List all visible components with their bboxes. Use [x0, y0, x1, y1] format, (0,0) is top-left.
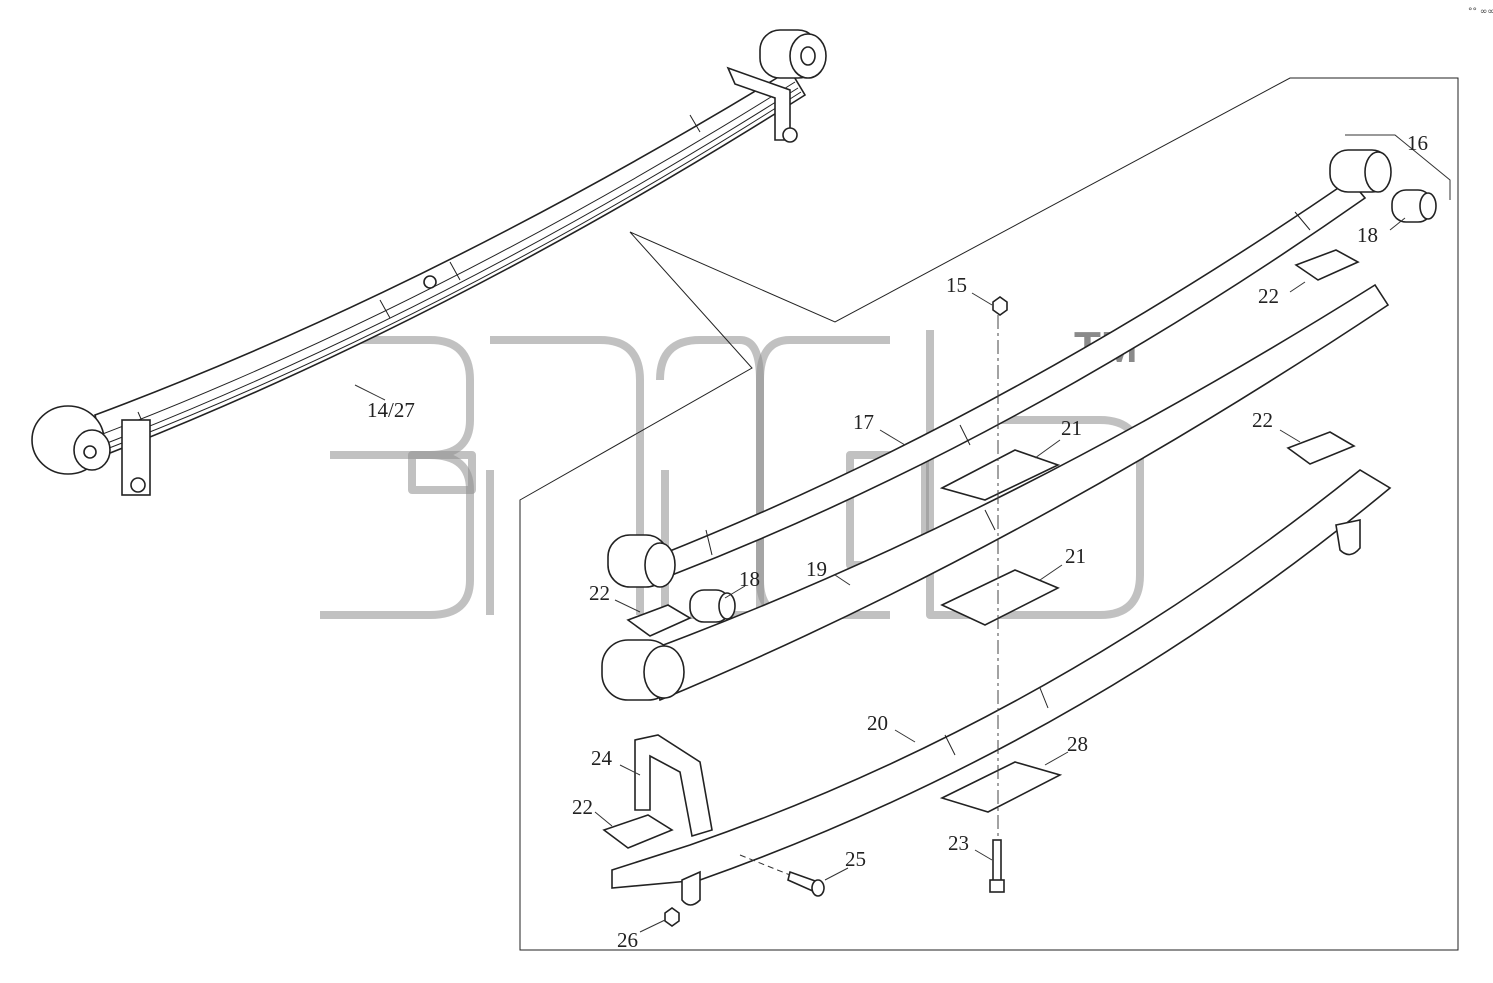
leaf-17 — [607, 149, 1392, 588]
callout-18: 18 — [1357, 223, 1378, 247]
callout-26: 26 — [617, 928, 638, 952]
bushing-18-left — [689, 589, 736, 623]
callout-22: 22 — [589, 581, 610, 605]
plate-21-lower — [940, 569, 1060, 626]
assembled-leaf-spring — [31, 29, 827, 496]
callout-20: 20 — [867, 711, 888, 735]
callout-28: 28 — [1067, 732, 1088, 756]
pad-22-mid-right — [1286, 431, 1356, 465]
callout-17: 17 — [853, 410, 874, 434]
callout-15: 15 — [946, 273, 967, 297]
callout-labels: 16 18 15 22 14/27 17 21 22 18 22 19 21 2… — [367, 131, 1428, 952]
callout-21: 21 — [1061, 416, 1082, 440]
callout-23: 23 — [948, 831, 969, 855]
nut-15 — [992, 296, 1008, 316]
leaf-20 — [611, 469, 1392, 906]
leaf-19 — [601, 283, 1390, 702]
leader-lines — [354, 134, 1451, 933]
plate-21-upper — [939, 449, 1061, 501]
callout-19: 19 — [806, 557, 827, 581]
center-bolt-23 — [989, 839, 1005, 893]
plate-28 — [939, 761, 1063, 813]
callout-18: 18 — [739, 567, 760, 591]
callout-16: 16 — [1407, 131, 1428, 155]
callout-22: 22 — [1252, 408, 1273, 432]
callout-21: 21 — [1065, 544, 1086, 568]
pad-22-left — [626, 604, 692, 637]
bracket-24 — [634, 734, 713, 838]
callout-22: 22 — [1258, 284, 1279, 308]
bushing-18-right — [1391, 189, 1437, 223]
corner-mark: °° ∞∞ — [1468, 7, 1493, 17]
nut-26 — [664, 907, 680, 927]
callout-24: 24 — [591, 746, 613, 770]
pad-22-bottom-left — [602, 814, 674, 849]
callout-22: 22 — [572, 795, 593, 819]
exploded-view-frame — [519, 77, 1459, 951]
pad-22-top-right — [1294, 249, 1360, 281]
callout-25: 25 — [845, 847, 866, 871]
bolt-25 — [787, 870, 825, 897]
callout-14-27: 14/27 — [367, 398, 415, 422]
